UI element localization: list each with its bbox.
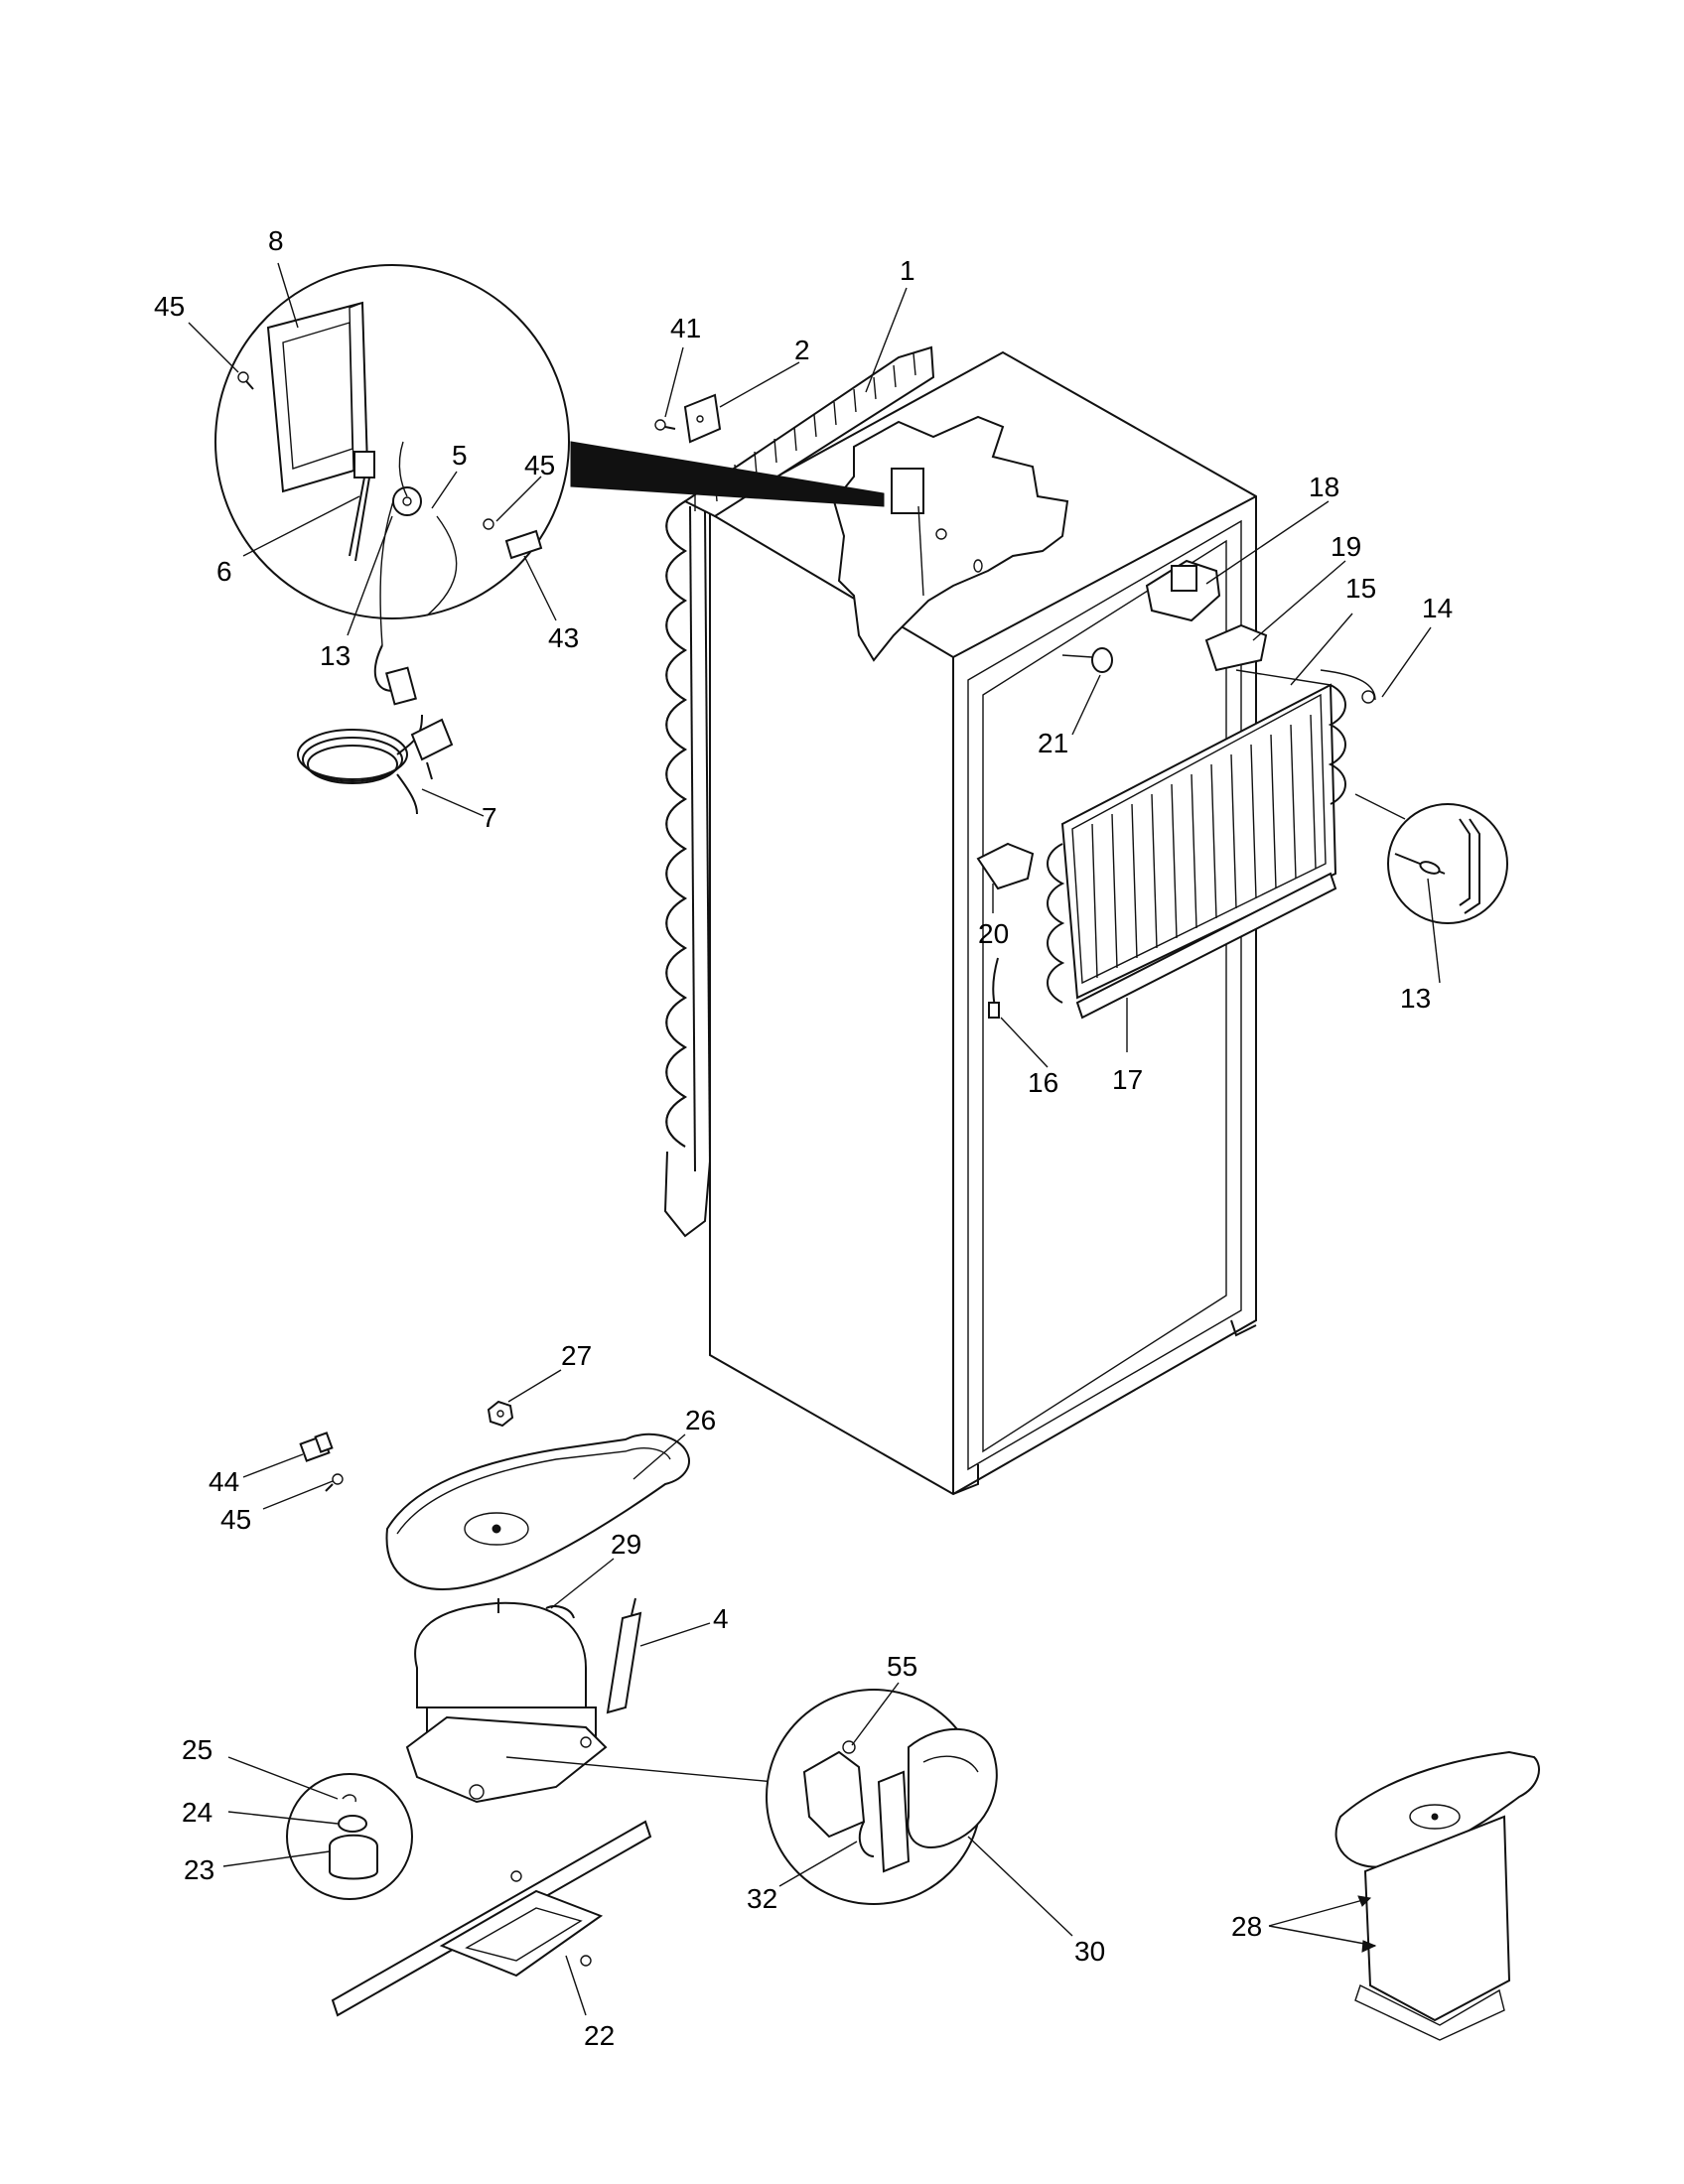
callout-labels: 1 41 2 8 45 5 45 6 13 43 7 18 19 15 14 2…	[154, 225, 1453, 2051]
mounting-rail	[331, 1820, 652, 2017]
compressor	[405, 1598, 775, 1804]
part-44-clip	[299, 1432, 334, 1462]
label-29: 29	[611, 1529, 641, 1560]
label-22: 22	[584, 2020, 615, 2051]
leader-lines	[188, 262, 1441, 2016]
drain-pan	[385, 1433, 690, 1590]
label-41: 41	[670, 313, 701, 343]
label-15: 15	[1345, 573, 1376, 604]
part-21-sensor	[1061, 647, 1113, 673]
inset-thermostat-detail	[214, 264, 570, 646]
part-20-block	[976, 842, 1035, 890]
label-25: 25	[182, 1734, 212, 1765]
part-18-housing	[1145, 559, 1221, 622]
part-19-clip	[1204, 623, 1268, 672]
label-45-top-right: 45	[524, 450, 555, 480]
label-13-right: 13	[1400, 983, 1431, 1014]
label-20: 20	[978, 918, 1009, 949]
label-44: 44	[209, 1466, 239, 1497]
label-45-bottom: 45	[220, 1504, 251, 1535]
part-4-drier	[606, 1597, 642, 1714]
label-43: 43	[548, 622, 579, 653]
label-55: 55	[887, 1651, 917, 1682]
label-17: 17	[1112, 1064, 1143, 1095]
inset-relay-detail	[766, 1689, 998, 1905]
label-27: 27	[561, 1340, 592, 1371]
inset-grommet	[286, 1773, 413, 1900]
label-19: 19	[1331, 531, 1361, 562]
part-16-wire	[988, 957, 1000, 1019]
evaporator-coil	[1047, 669, 1376, 1020]
power-cord	[297, 644, 454, 815]
pan-compressor-assembly	[1334, 1750, 1540, 2041]
label-18: 18	[1309, 472, 1339, 502]
label-26: 26	[685, 1405, 716, 1435]
label-1: 1	[900, 255, 915, 286]
cabinet	[709, 350, 1257, 1496]
label-13-left: 13	[320, 640, 351, 671]
label-16: 16	[1028, 1067, 1058, 1098]
label-30: 30	[1074, 1936, 1105, 1967]
label-24: 24	[182, 1797, 212, 1828]
label-5: 5	[452, 440, 468, 471]
projection-wedge	[570, 441, 885, 507]
inset-right-sensor	[1387, 803, 1508, 924]
label-7: 7	[482, 802, 497, 833]
label-8: 8	[268, 225, 284, 256]
thermostat-housing	[891, 468, 924, 514]
label-6: 6	[216, 556, 232, 587]
part-27-nut	[487, 1400, 514, 1428]
part-41-screw	[654, 419, 676, 431]
part-45-screw-bottom	[325, 1473, 344, 1492]
label-4: 4	[713, 1603, 729, 1634]
part-2-bracket	[683, 393, 722, 444]
label-21: 21	[1038, 728, 1068, 758]
label-23: 23	[184, 1854, 214, 1885]
top-cutaway	[832, 415, 1069, 662]
label-32: 32	[747, 1883, 777, 1914]
label-28: 28	[1231, 1911, 1262, 1942]
label-14: 14	[1422, 593, 1453, 623]
label-2: 2	[794, 335, 810, 365]
label-45-top-left: 45	[154, 291, 185, 322]
